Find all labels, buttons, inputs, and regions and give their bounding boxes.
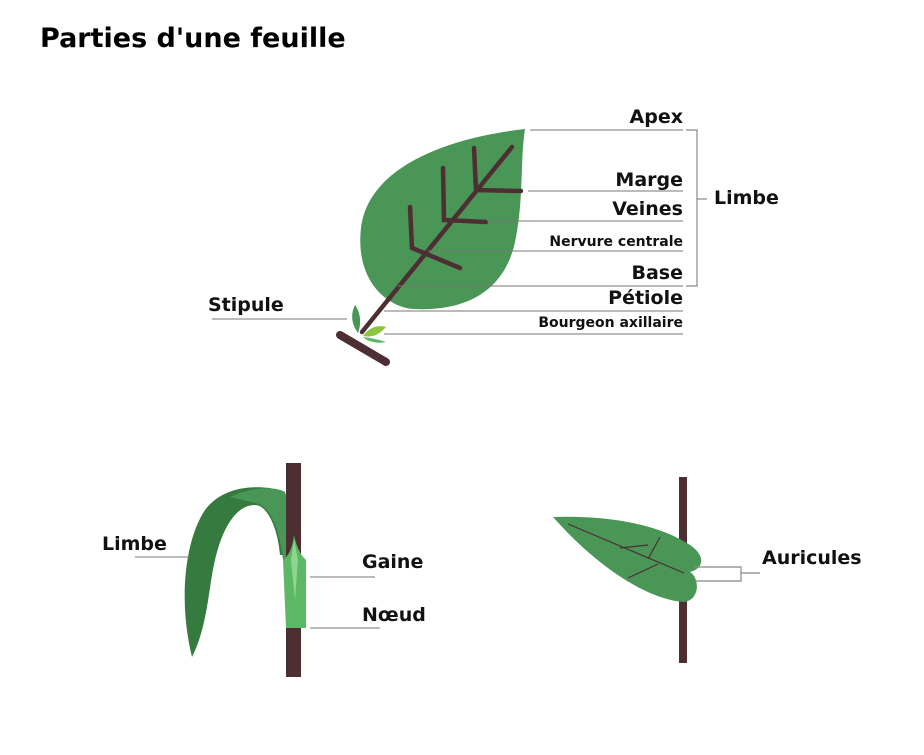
label-limbe: Limbe xyxy=(714,187,779,209)
stipule-leaf xyxy=(352,305,361,333)
simple-leaf-illustration xyxy=(336,129,525,366)
label-gaine: Gaine xyxy=(362,551,423,573)
label-auricules: Auricules xyxy=(762,547,862,569)
blade xyxy=(184,487,292,657)
blade xyxy=(553,516,702,602)
label-noeud: Nœud xyxy=(362,604,426,626)
label-marge: Marge xyxy=(615,169,683,191)
label-apex: Apex xyxy=(630,106,683,128)
label-veines: Veines xyxy=(612,198,683,220)
veins xyxy=(359,144,524,335)
auriculate-leaf-illustration xyxy=(553,477,702,663)
midrib xyxy=(359,144,515,335)
sheathing-leaf-illustration xyxy=(184,463,306,677)
label-petiole: Pétiole xyxy=(608,287,683,309)
label-bourgeon-axillaire: Bourgeon axillaire xyxy=(538,315,683,331)
label-base: Base xyxy=(632,262,684,284)
top-leader-lines xyxy=(212,129,707,335)
label-nervure-centrale: Nervure centrale xyxy=(549,234,683,250)
label-limbe-bottom: Limbe xyxy=(102,533,167,555)
axillary-bud xyxy=(363,326,386,337)
page-title: Parties d'une feuille xyxy=(40,23,346,54)
stem xyxy=(336,331,390,366)
label-stipule: Stipule xyxy=(208,294,284,316)
